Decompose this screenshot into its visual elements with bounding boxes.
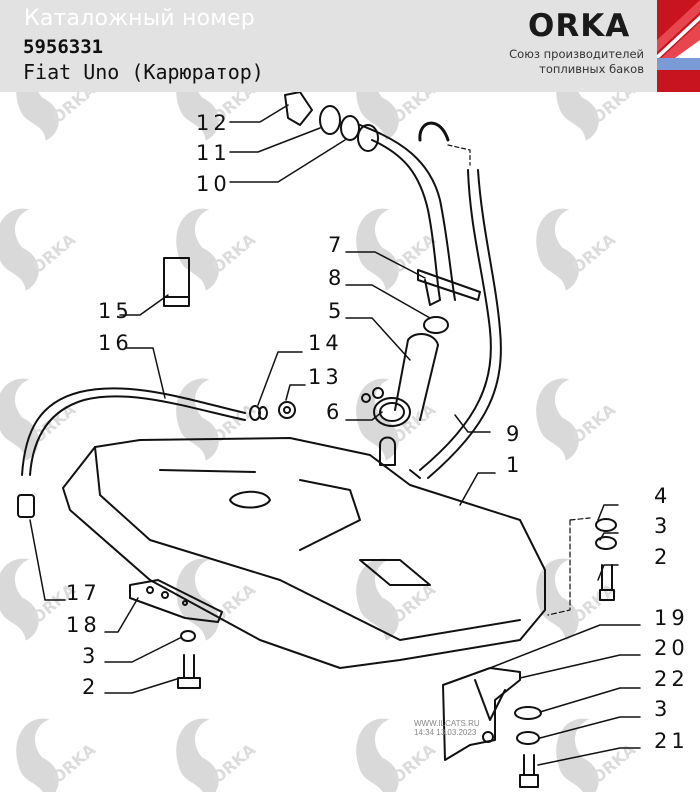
orka-watermark-icon: ORKA bbox=[176, 558, 260, 641]
mounting-strap bbox=[129, 579, 223, 689]
parts-diagram: ORKA ORKA ORKA ORKA ORKA ORKA ORKA ORKA ORKA ORKA… bbox=[0, 92, 689, 792]
svg-text:ORKA: ORKA bbox=[28, 229, 80, 277]
callout-3-bottom: 3 bbox=[654, 697, 671, 721]
callout-4-right: 4 bbox=[654, 484, 671, 508]
filler-pipe bbox=[361, 333, 439, 427]
orka-watermark-icon: ORKA bbox=[556, 92, 640, 141]
filler-hose bbox=[359, 121, 502, 479]
callout-19: 19 bbox=[654, 606, 689, 630]
leader-lines bbox=[29, 104, 641, 766]
callout-21: 21 bbox=[654, 729, 689, 753]
callout-3-right: 3 bbox=[654, 514, 671, 538]
orka-watermark-icon: ORKA bbox=[536, 208, 620, 291]
svg-text:ORKA: ORKA bbox=[208, 579, 260, 627]
callout-2-right: 2 bbox=[654, 545, 671, 569]
callout-8: 8 bbox=[328, 266, 345, 290]
svg-text:ORKA: ORKA bbox=[208, 739, 260, 787]
orka-watermark-icon: ORKA bbox=[536, 378, 620, 461]
callout-1: 1 bbox=[506, 453, 523, 477]
svg-text:ORKA: ORKA bbox=[568, 399, 620, 447]
callout-22: 22 bbox=[654, 667, 689, 691]
svg-text:ORKA: ORKA bbox=[588, 739, 640, 787]
flag-emblem-icon bbox=[657, 0, 700, 92]
brand-logo: ORKA bbox=[528, 8, 631, 44]
bottom-bracket bbox=[442, 667, 542, 788]
callout-12: 12 bbox=[196, 111, 231, 135]
stamp-line2: 14:34 13.03.2023 bbox=[414, 728, 477, 737]
svg-text:ORKA: ORKA bbox=[48, 739, 100, 787]
fuel-tank bbox=[62, 436, 546, 669]
svg-text:ORKA: ORKA bbox=[208, 229, 260, 277]
brand-tagline: Союз производителей топливных баков bbox=[509, 47, 644, 77]
header-banner: Каталожный номер 5956331 Fiat Uno (Карюр… bbox=[0, 0, 700, 92]
callout-14: 14 bbox=[308, 331, 343, 355]
svg-text:ORKA: ORKA bbox=[388, 579, 440, 627]
right-fasteners bbox=[547, 517, 617, 616]
orka-watermark-icon: ORKA bbox=[0, 378, 80, 461]
orka-watermark-icon: ORKA bbox=[356, 558, 440, 641]
callout-11: 11 bbox=[196, 141, 231, 165]
filler-cap bbox=[284, 92, 379, 152]
catalog-number: 5956331 bbox=[23, 36, 104, 58]
orka-watermark-icon: ORKA bbox=[176, 718, 260, 792]
orka-watermark-icon: ORKA bbox=[356, 378, 440, 461]
callout-6: 6 bbox=[326, 400, 343, 424]
svg-text:ORKA: ORKA bbox=[588, 92, 640, 127]
model-name: Fiat Uno (Карюратор) bbox=[23, 60, 264, 84]
callout-2-left: 2 bbox=[82, 675, 99, 699]
neck-bracket bbox=[417, 269, 481, 334]
callout-7: 7 bbox=[328, 233, 345, 257]
orka-watermark-icon: ORKA bbox=[16, 92, 100, 141]
callout-18: 18 bbox=[66, 613, 101, 637]
stamp-line1: WWW.ILCATS.RU bbox=[414, 719, 480, 728]
catalog-caption: Каталожный номер bbox=[24, 6, 255, 31]
callout-20: 20 bbox=[654, 636, 689, 660]
orka-watermark-icon: ORKA bbox=[16, 718, 100, 792]
callout-13: 13 bbox=[308, 365, 343, 389]
orka-watermark-icon: ORKA bbox=[356, 718, 440, 792]
brand-tagline-line2: топливных баков bbox=[539, 62, 644, 76]
svg-text:ORKA: ORKA bbox=[568, 229, 620, 277]
svg-text:ORKA: ORKA bbox=[388, 739, 440, 787]
orka-watermark-icon: ORKA bbox=[556, 718, 640, 792]
callout-3-left: 3 bbox=[82, 644, 99, 668]
orka-watermark-icon: ORKA bbox=[176, 208, 260, 291]
callout-10: 10 bbox=[196, 172, 231, 196]
callout-5: 5 bbox=[328, 299, 345, 323]
orka-watermark-icon: ORKA bbox=[356, 208, 440, 291]
callout-17: 17 bbox=[66, 581, 101, 605]
callout-15: 15 bbox=[98, 299, 133, 323]
orka-watermark-icon: ORKA bbox=[0, 208, 80, 291]
brand-tagline-line1: Союз производителей bbox=[509, 47, 644, 61]
callout-9: 9 bbox=[506, 422, 523, 446]
info-label-sticker bbox=[163, 257, 190, 307]
callout-16: 16 bbox=[98, 331, 133, 355]
vent-hose bbox=[17, 387, 296, 518]
svg-text:ORKA: ORKA bbox=[48, 92, 100, 127]
